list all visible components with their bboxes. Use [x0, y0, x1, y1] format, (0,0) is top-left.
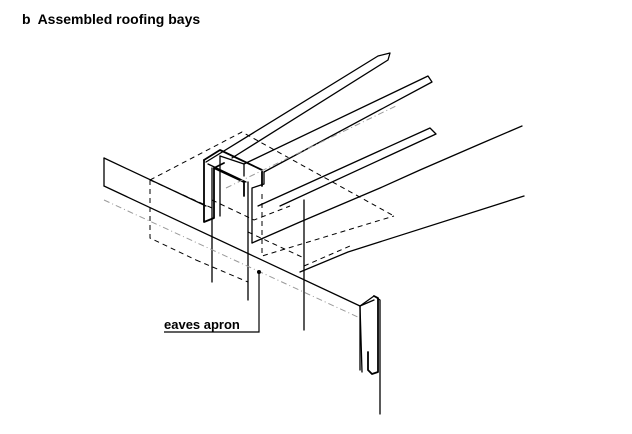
figure-title: b Assembled roofing bays — [22, 11, 200, 27]
figure-title-text: Assembled roofing bays — [37, 11, 201, 27]
eaves-drip — [359, 295, 381, 415]
centre-line — [103, 105, 397, 319]
capping-piece — [203, 149, 263, 223]
callout-leader — [164, 270, 261, 333]
eaves-apron-lines — [211, 167, 305, 331]
callout-eaves-apron: eaves apron — [164, 317, 240, 332]
roll-joints — [205, 52, 437, 244]
roof-deck — [103, 125, 525, 371]
hidden-lines — [149, 131, 395, 330]
figure-label-letter: b — [22, 11, 31, 27]
